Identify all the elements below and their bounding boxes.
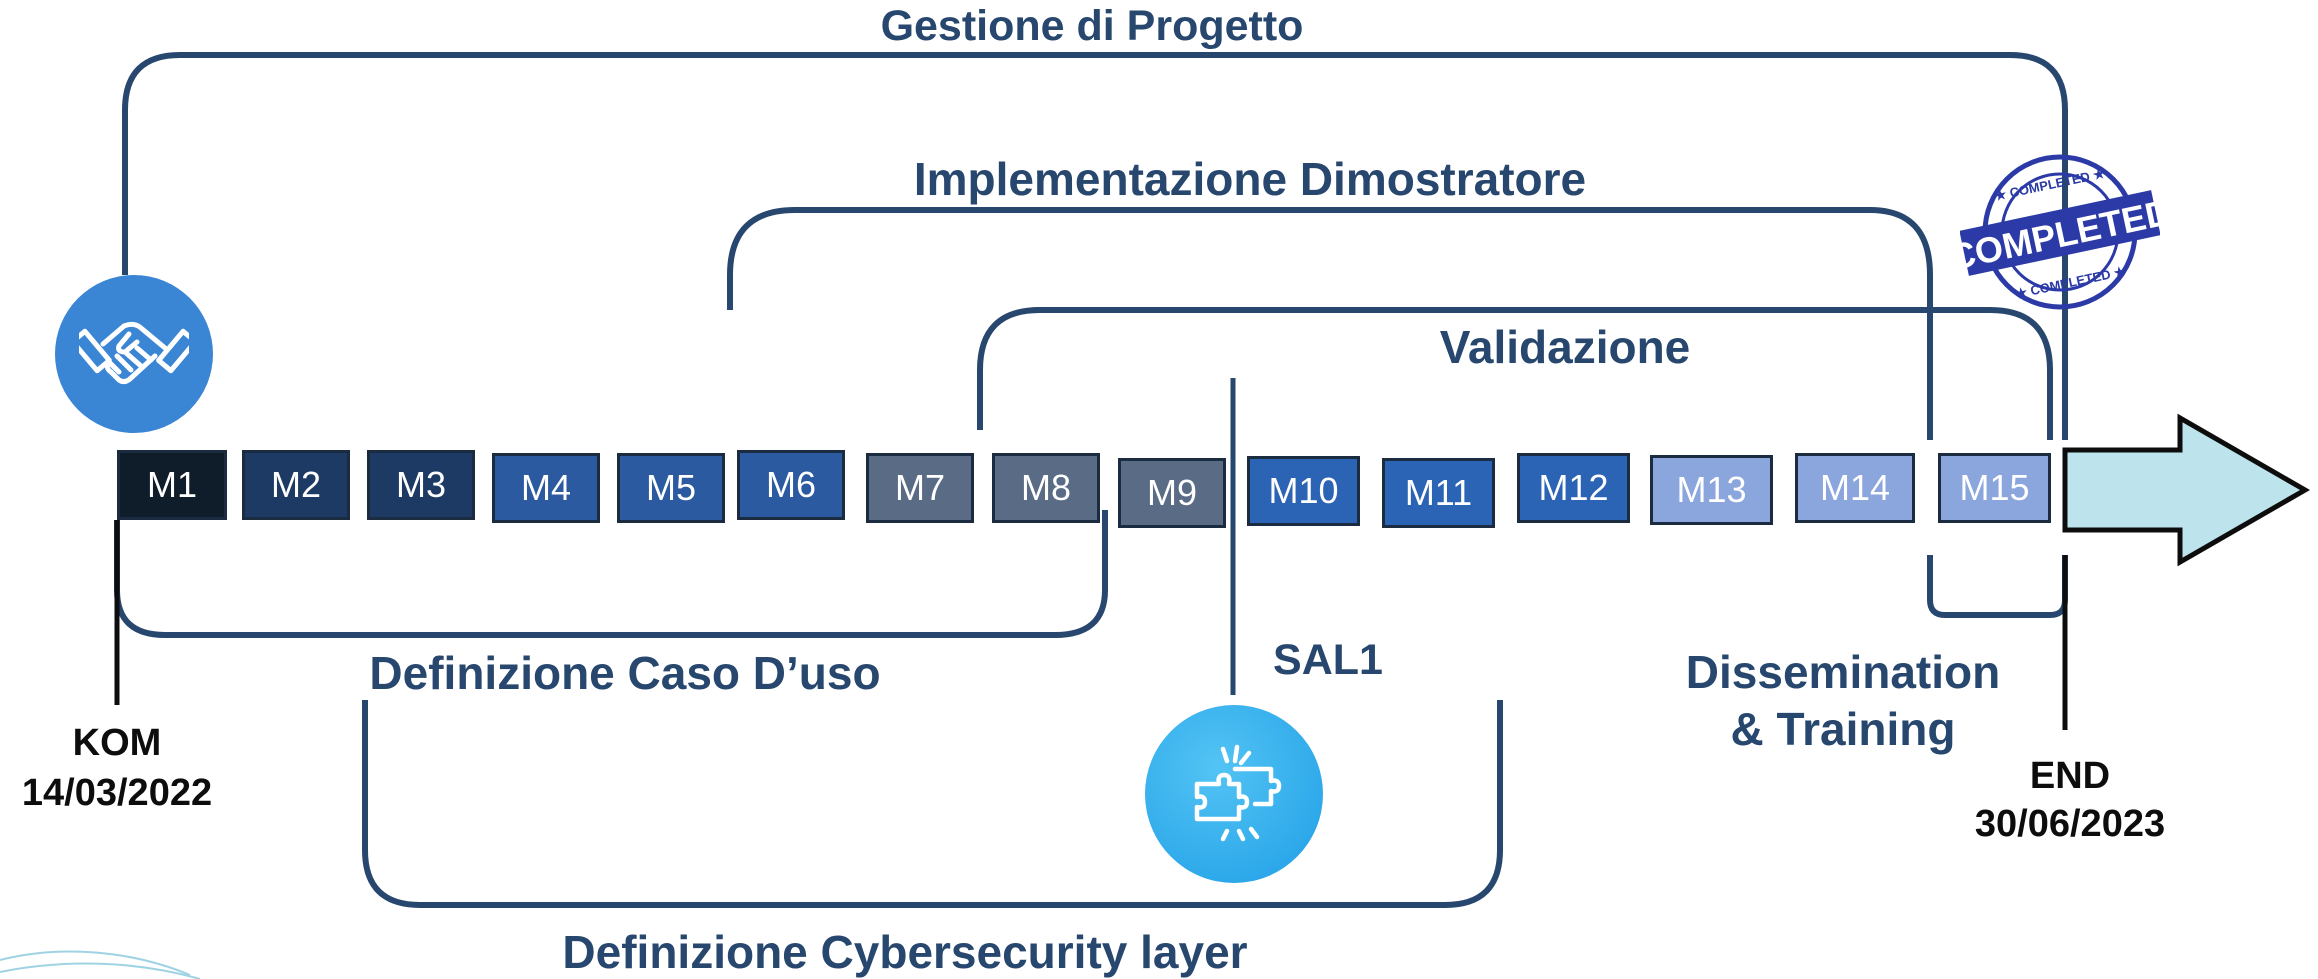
validazione-bracket: [977, 307, 2053, 440]
timeline-arrow-icon: [2062, 413, 2311, 567]
decorative-swirl-2: [0, 962, 201, 979]
month-box-m1: M1: [117, 450, 227, 520]
stamp-bottom-text: ★ COMPLETED ★: [2014, 263, 2127, 301]
month-box-m12: M12: [1517, 453, 1630, 523]
month-box-m13: M13: [1650, 455, 1773, 525]
month-box-m7: M7: [866, 453, 974, 523]
dissemination-label-line2: & Training: [1730, 703, 1956, 755]
month-box-m10: M10: [1247, 456, 1360, 526]
stamp-top-text: ★ COMPLETED ★: [1993, 166, 2106, 204]
month-box-m4: M4: [492, 453, 600, 523]
kom-title: KOM: [72, 722, 162, 764]
handshake-icon: [55, 275, 213, 433]
cybersecurity-bracket: [362, 700, 1503, 908]
puzzle-glyph: [1194, 744, 1282, 842]
month-box-m5: M5: [617, 453, 725, 523]
dissemination-label-line1: Dissemination: [1685, 646, 2001, 698]
month-box-m8: M8: [992, 453, 1100, 523]
dissemination-bracket: [1927, 555, 2068, 618]
end-title: END: [2029, 755, 2111, 797]
implementazione-bracket: [727, 207, 1933, 440]
gestione-bracket: [122, 52, 2068, 440]
kom-date: 14/03/2022: [21, 772, 213, 814]
puzzle-icon: [1145, 705, 1323, 883]
month-box-m9: M9: [1118, 458, 1226, 528]
validazione-label: Validazione: [1439, 321, 1691, 373]
decorative-swirl: [0, 950, 191, 976]
month-box-m11: M11: [1382, 458, 1495, 528]
sal-label: SAL1: [1273, 636, 1383, 684]
month-box-m2: M2: [242, 450, 350, 520]
caso-uso-bracket: [114, 510, 1108, 638]
month-box-m14: M14: [1795, 453, 1915, 523]
gestione-label: Gestione di Progetto: [880, 2, 1304, 50]
month-box-m6: M6: [737, 450, 845, 520]
cybersecurity-label: Definizione Cybersecurity layer: [562, 926, 1248, 978]
completed-stamp: COMPLETED ★ COMPLETED ★ ★ COMPLETED ★: [1946, 150, 2175, 315]
handshake-glyph: [79, 321, 189, 385]
implementazione-label: Implementazione Dimostratore: [913, 153, 1587, 205]
stamp-graphic: COMPLETED ★ COMPLETED ★ ★ COMPLETED ★: [1946, 154, 2175, 310]
month-box-m15: M15: [1938, 453, 2051, 523]
end-date: 30/06/2023: [1974, 803, 2166, 845]
month-box-m3: M3: [367, 450, 475, 520]
caso-uso-label: Definizione Caso D’uso: [369, 647, 881, 699]
